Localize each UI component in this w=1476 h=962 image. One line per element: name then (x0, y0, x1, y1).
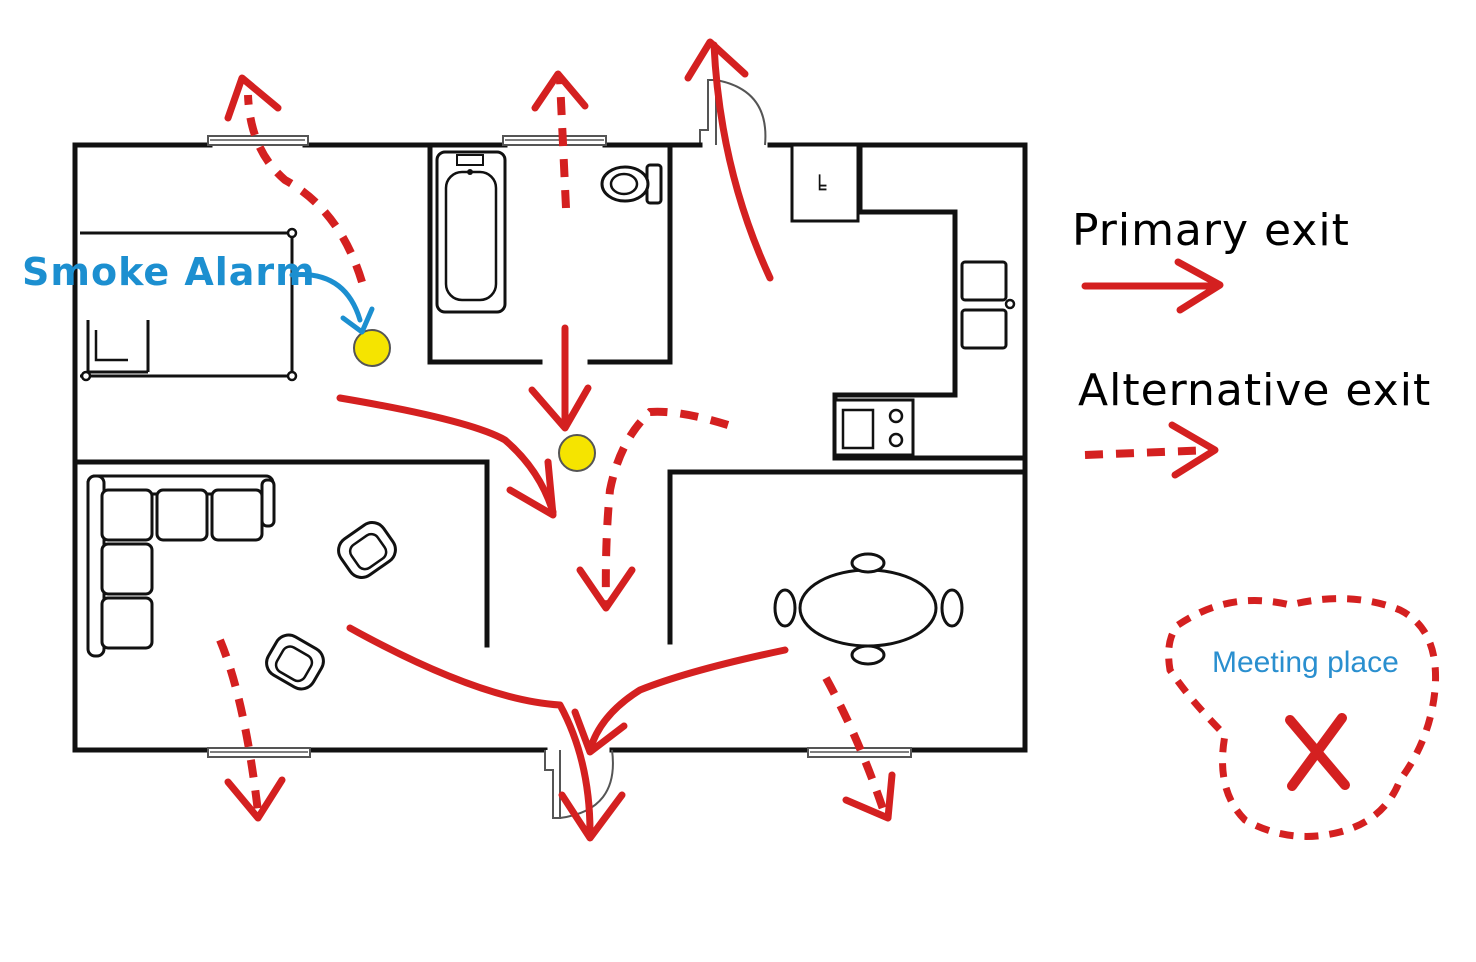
meeting-place-label: Meeting place (1212, 646, 1399, 679)
window-top-bathroom (502, 135, 607, 146)
back-door (699, 79, 767, 146)
interior-walls (77, 142, 1023, 648)
fridge-icon: ╘ (790, 143, 860, 223)
toilet-icon (600, 163, 663, 205)
stove-icon (833, 398, 915, 457)
alternative-exit-routes (216, 70, 896, 822)
smoke-alarm-pointer-arrowhead (340, 306, 375, 335)
meeting-place-zone (1165, 595, 1440, 840)
legend-primary-arrow (1081, 258, 1224, 314)
svg-text:╘: ╘ (813, 174, 827, 201)
exterior-walls (72, 142, 1028, 753)
dining-table-icon (773, 552, 964, 666)
window-top-left (207, 135, 309, 146)
smoke-alarm-bedroom-icon (353, 329, 391, 367)
smoke-alarm-hallway-icon (558, 434, 596, 472)
primary-exit-routes (336, 38, 789, 842)
bathtub-icon (435, 150, 507, 314)
sofa-icon (86, 474, 276, 658)
legend-alternative-exit-label: Alternative exit (1078, 365, 1432, 416)
legend-primary-exit-label: Primary exit (1072, 205, 1350, 256)
x-mark-icon (1285, 713, 1350, 791)
window-bottom-left (207, 747, 311, 758)
smoke-alarm-pointer-arrow (289, 272, 363, 323)
armchair-icon (265, 633, 325, 691)
sink-icon (960, 260, 1016, 350)
legend-alternative-arrow (1084, 421, 1219, 479)
smoke-alarm-label: Smoke Alarm (22, 250, 316, 294)
armchair-icon (337, 521, 397, 579)
